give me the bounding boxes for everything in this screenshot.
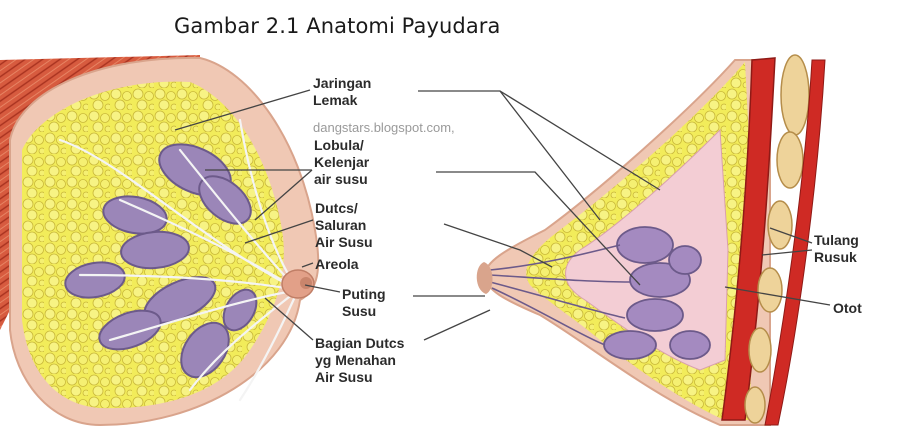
lobule <box>627 299 683 331</box>
lobule <box>670 331 710 359</box>
label-tulang-rusuk: Tulang Rusuk <box>814 232 859 266</box>
lobule <box>617 227 673 263</box>
label-bagian-dutcs: Bagian Dutcs yg Menahan Air Susu <box>315 335 404 386</box>
label-dutcs: Dutcs/ Saluran Air Susu <box>315 200 373 251</box>
label-otot: Otot <box>833 300 862 317</box>
rib <box>745 387 765 423</box>
rib <box>777 132 803 188</box>
cross-section-view <box>477 55 825 425</box>
lobule <box>669 246 701 274</box>
rib <box>749 328 771 372</box>
label-lobula: Lobula/ Kelenjar air susu <box>314 137 369 188</box>
rib <box>768 201 792 249</box>
rib <box>758 268 782 312</box>
label-puting-susu: Puting Susu <box>342 286 386 320</box>
lobule <box>604 331 656 359</box>
rib <box>781 55 809 135</box>
label-areola: Areola <box>315 256 359 273</box>
frontal-breast-view <box>0 55 318 425</box>
watermark: dangstars.blogspot.com, <box>313 120 455 135</box>
nipple-left <box>300 277 312 289</box>
label-jaringan-lemak: Jaringan Lemak <box>313 75 371 109</box>
